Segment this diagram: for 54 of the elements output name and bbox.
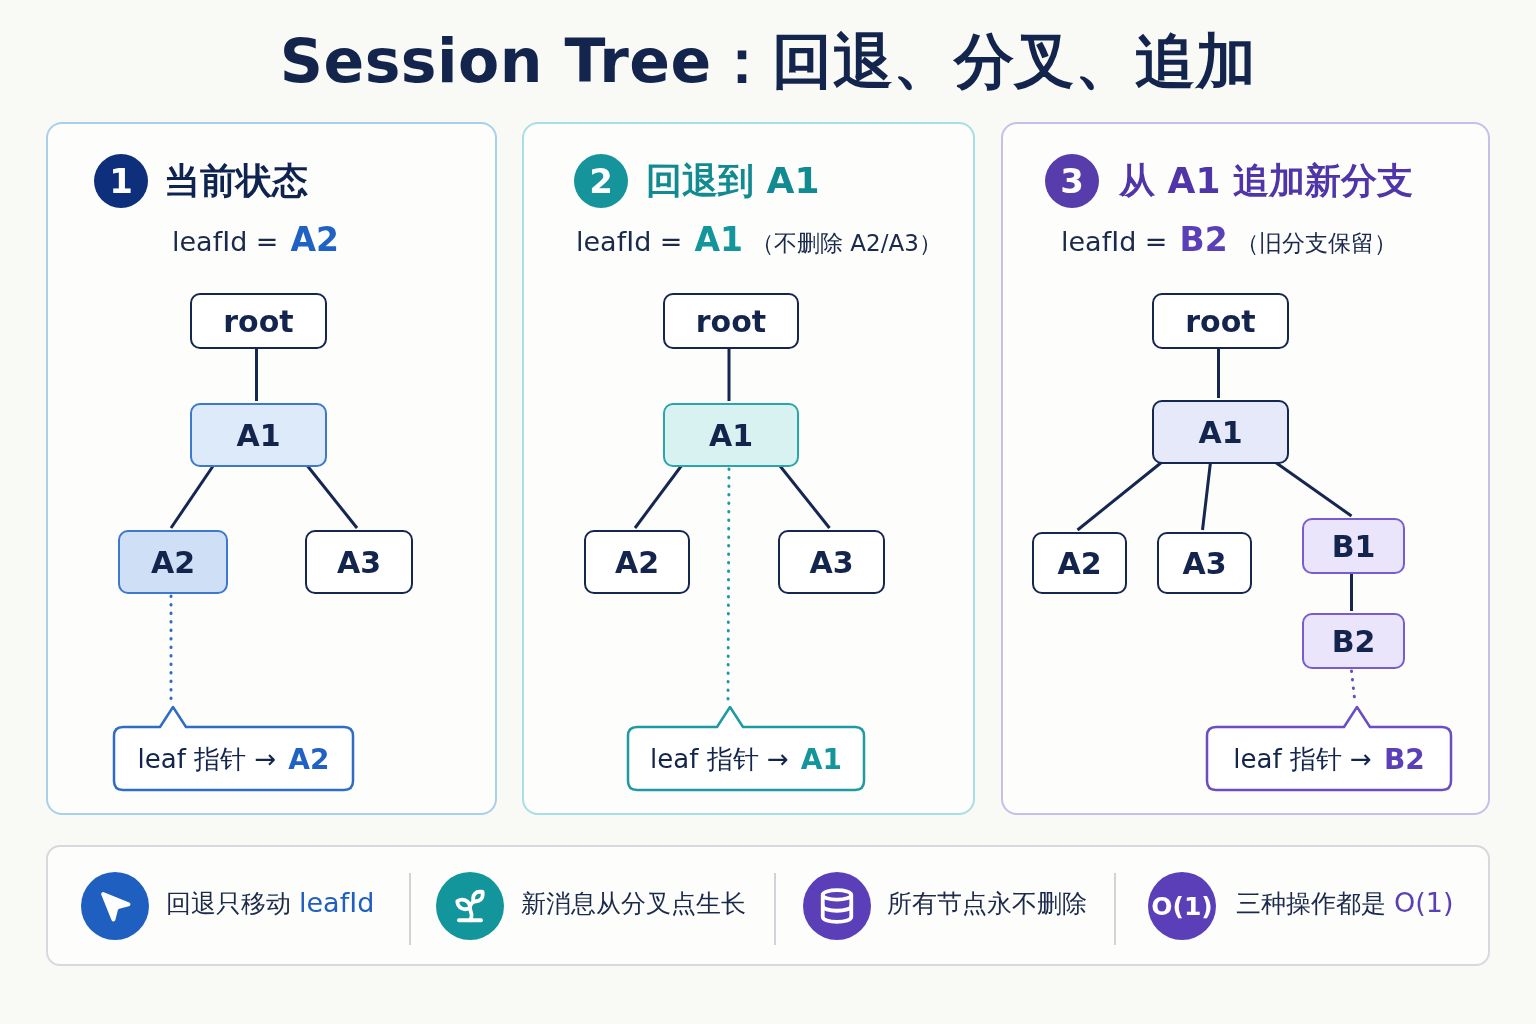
summary-text: 所有节点永不删除 (887, 888, 1087, 920)
tree-node: A3 (305, 530, 413, 594)
leaf-id-label: leafId = (576, 226, 683, 257)
callout-value: B2 (1383, 742, 1425, 776)
tree-connector (1217, 347, 1220, 398)
summary-text: 回退只移动 (166, 888, 291, 920)
panel-heading: 从 A1 追加新分支 (1119, 159, 1413, 203)
tree-node: A2 (118, 530, 228, 594)
tree-node: root (663, 293, 799, 349)
callout-text: leaf 指针 → (650, 742, 789, 776)
tree-connector (778, 464, 831, 529)
leaf-id-value: A2 (290, 220, 339, 259)
panel-heading: 回退到 A1 (646, 159, 820, 203)
step-number-badge: 1 (94, 154, 148, 208)
summary-text: 三种操作都是 (1236, 888, 1386, 920)
panel-heading: 当前状态 (164, 159, 308, 203)
summary-accent: O(1) (1394, 887, 1454, 918)
tree-node: root (190, 293, 327, 349)
panel-card (46, 122, 497, 815)
leaf-id-label: leafId = (172, 226, 279, 257)
tree-node: A3 (1157, 532, 1252, 594)
tree-node: A1 (663, 403, 799, 467)
leaf-id-value: A1 (694, 220, 743, 259)
callout-value: A1 (800, 742, 842, 776)
tree-node: root (1152, 293, 1289, 349)
complexity-badge: O(1) (1148, 872, 1216, 940)
tree-connector (633, 464, 684, 529)
tree-node: B2 (1302, 613, 1405, 669)
callout-value: A2 (288, 742, 330, 776)
tree-node: A1 (1152, 400, 1289, 464)
diagram-title: Session Tree：回退、分叉、追加 (278, 25, 1258, 98)
step-number-badge: 2 (574, 154, 628, 208)
tree-node: A1 (190, 403, 327, 467)
leaf-id-label: leafId = (1061, 226, 1168, 257)
tree-connector (305, 464, 359, 529)
tree-connector (727, 347, 731, 401)
panel-card (1001, 122, 1490, 815)
note-text: （旧分支保留） (1235, 229, 1397, 258)
tree-node: A3 (778, 530, 885, 594)
note-text: （不删除 A2/A3） (751, 229, 942, 258)
tree-connector (1350, 572, 1353, 611)
tree-connector (1201, 461, 1212, 531)
leaf-id-value: B2 (1179, 220, 1228, 259)
panel-card (522, 122, 975, 815)
tree-connector (255, 347, 258, 401)
callout-text: leaf 指针 → (137, 742, 277, 776)
tree-connector (169, 464, 215, 529)
summary-accent: leafId (299, 887, 375, 918)
tree-node: B1 (1302, 518, 1405, 574)
tree-node: A2 (1032, 532, 1127, 594)
step-number-badge: 3 (1045, 154, 1099, 208)
callout-text: leaf 指针 → (1233, 742, 1372, 776)
tree-node: A2 (584, 530, 690, 594)
summary-text: 新消息从分叉点生长 (521, 888, 746, 920)
